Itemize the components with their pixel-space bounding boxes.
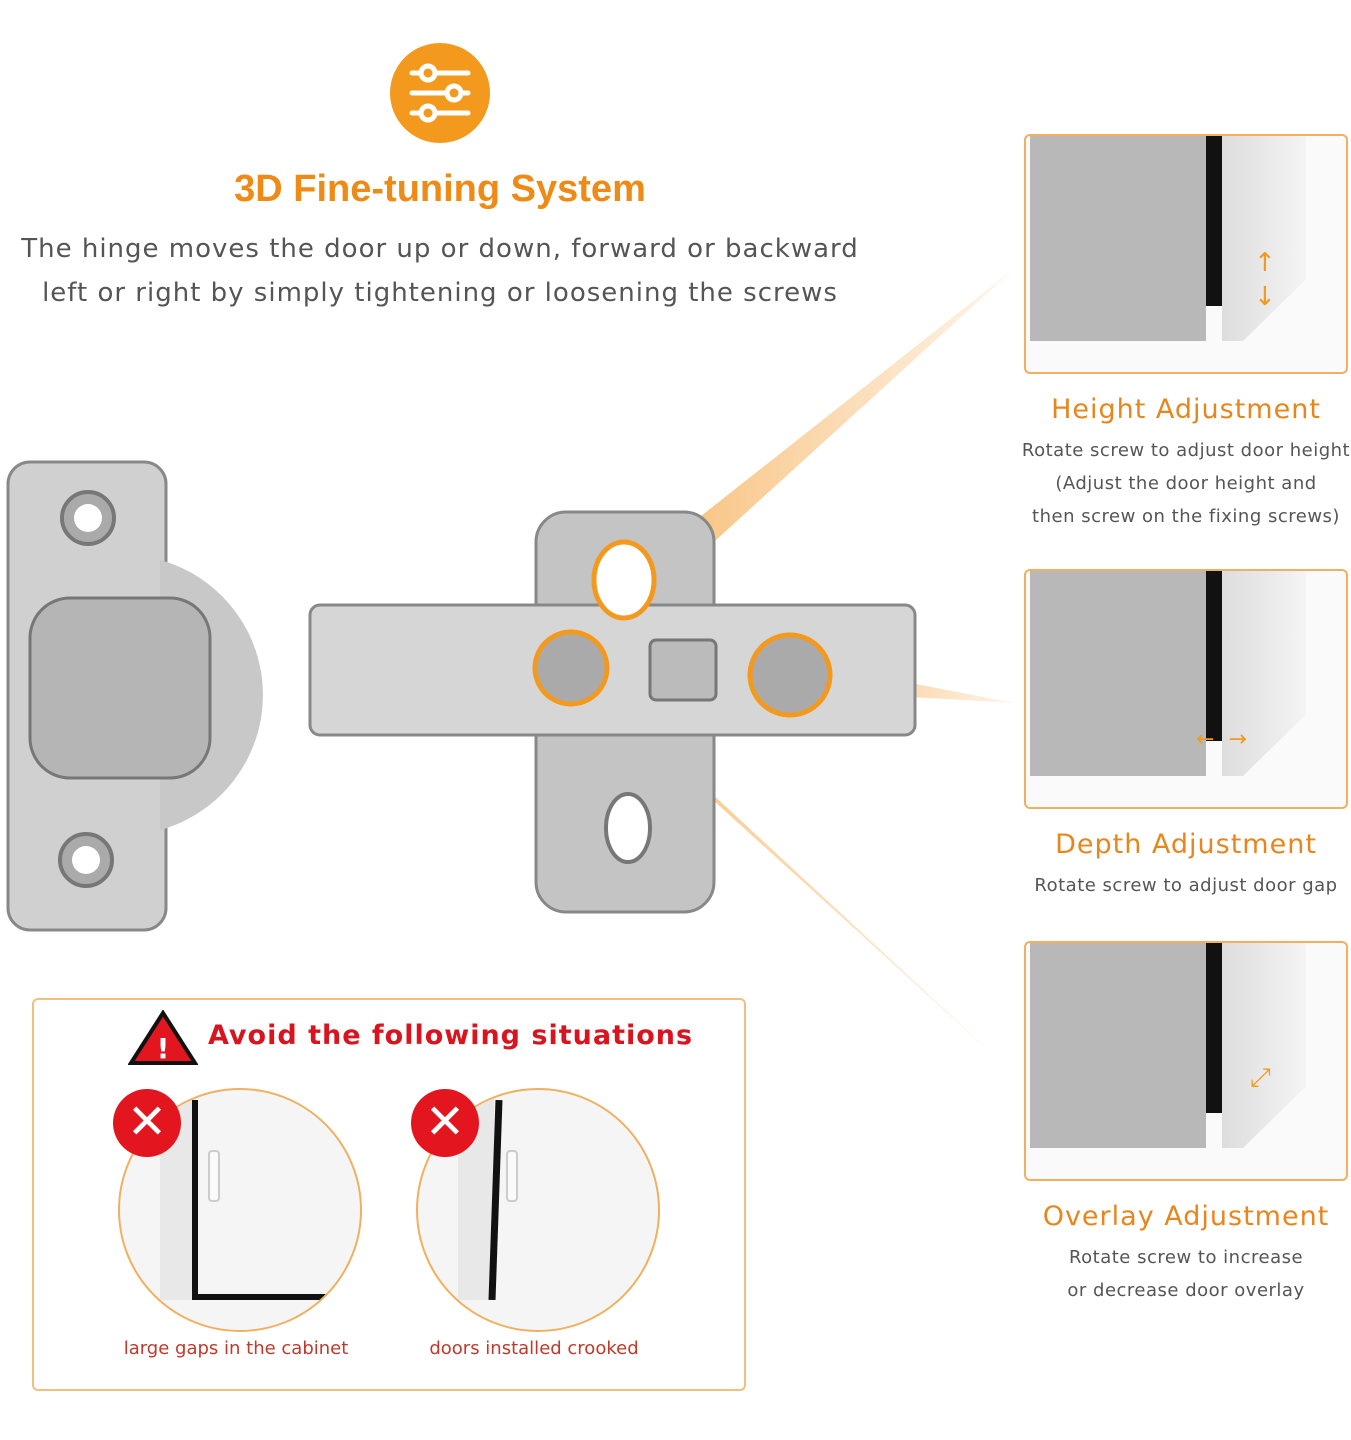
avoid-title: Avoid the following situations	[208, 1020, 694, 1051]
subtitle-line: The hinge moves the door up or down, for…	[21, 234, 859, 264]
adjustment-desc: Rotate screw to adjust door gap	[1034, 875, 1338, 896]
situation-caption: doors installed crooked	[429, 1338, 639, 1359]
avoid-situations-box	[32, 998, 746, 1391]
screw	[747, 632, 833, 718]
page-title: 3D Fine-tuning System	[234, 168, 646, 210]
height-adjustment-image: ↑↓	[1024, 134, 1348, 374]
light-beam	[620, 268, 1015, 600]
situation-caption: large gaps in the cabinet	[123, 1338, 349, 1359]
adjustment-title: Overlay Adjustment	[1042, 1201, 1330, 1232]
screw	[532, 629, 610, 707]
adjustment-title: Depth Adjustment	[1055, 829, 1317, 860]
adjustment-title: Height Adjustment	[1051, 394, 1321, 425]
overlay-adjustment-image: ⤢	[1024, 941, 1348, 1181]
hinge-cup	[28, 596, 212, 780]
x-mark-icon: ✕	[411, 1089, 479, 1157]
warning-icon: !	[128, 1010, 198, 1065]
svg-text:!: !	[157, 1032, 170, 1065]
x-mark-icon: ✕	[113, 1089, 181, 1157]
adjustment-desc: Rotate screw to adjust door height(Adjus…	[1021, 440, 1351, 527]
sliders-icon	[390, 43, 490, 143]
subtitle-line: left or right by simply tightening or lo…	[42, 278, 838, 308]
depth-adjustment-image: ← →	[1024, 569, 1348, 809]
